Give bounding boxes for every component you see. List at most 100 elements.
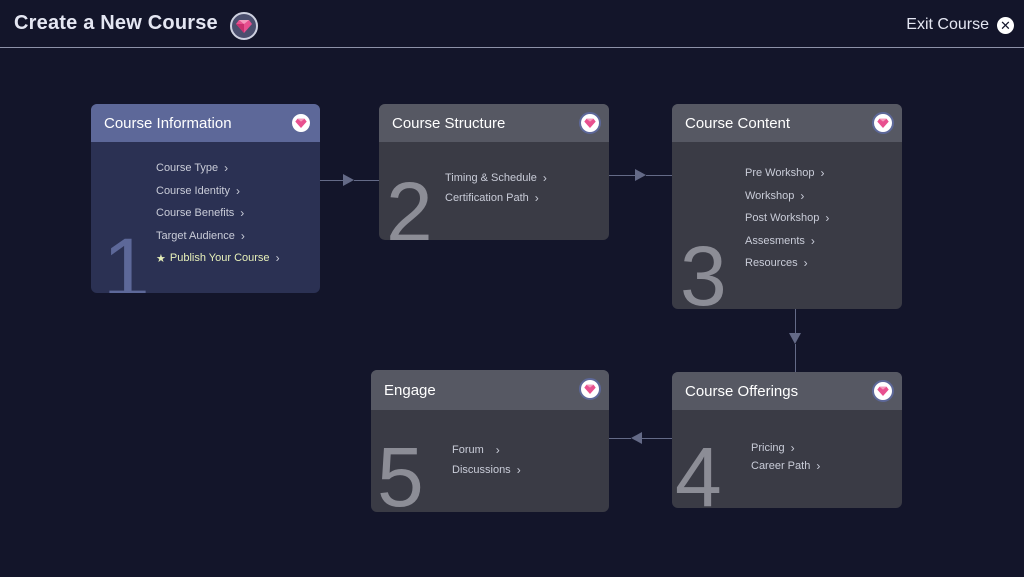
menu-item-certification-path[interactable]: Certification Path ›	[445, 188, 547, 208]
menu-item-post-workshop[interactable]: Post Workshop ›	[745, 207, 829, 230]
arrow-left-icon	[631, 432, 642, 444]
app-header: Create a New Course Exit Course ✕	[0, 0, 1024, 48]
menu-item-label: Certification Path	[445, 192, 529, 204]
menu-item-workshop[interactable]: Workshop ›	[745, 185, 829, 208]
menu-item-label: Pricing	[751, 442, 785, 454]
chevron-right-icon: ›	[820, 166, 825, 181]
step-menu: Pre Workshop › Workshop › Post Workshop › A…	[745, 162, 829, 275]
menu-item-target-audience[interactable]: Target Audience ›	[156, 225, 280, 248]
close-icon[interactable]: ✕	[997, 16, 1014, 34]
chevron-right-icon: ›	[534, 191, 539, 205]
gem-icon	[579, 378, 601, 400]
menu-item-label: Discussions	[452, 464, 511, 476]
step-card-header: Course Content	[672, 104, 902, 142]
menu-item-label: Pre Workshop	[745, 167, 815, 180]
menu-item-label: Publish Your Course	[169, 252, 270, 265]
connector-4-5-tail	[642, 438, 672, 439]
menu-item-assesments[interactable]: Assesments ›	[745, 230, 829, 253]
arrow-right-icon	[343, 174, 354, 186]
menu-item-label: Forum	[452, 444, 484, 456]
star-icon: ★	[156, 252, 166, 265]
connector-3-4	[795, 309, 796, 333]
chevron-right-icon: ›	[516, 463, 521, 477]
connector-4-5	[609, 438, 631, 439]
menu-item-course-type[interactable]: Course Type ›	[156, 157, 280, 180]
menu-item-label: Post Workshop	[745, 212, 820, 225]
chevron-right-icon: ›	[495, 443, 500, 457]
connector-3-4-tail	[795, 344, 796, 372]
chevron-right-icon: ›	[803, 256, 808, 271]
step-menu: Timing & Schedule › Certification Path ›	[445, 168, 547, 208]
page-title: Create a New Course	[14, 12, 218, 34]
step-title: Course Structure	[392, 114, 506, 132]
step-menu: Forum › Discussions ›	[452, 440, 521, 480]
menu-item-pre-workshop[interactable]: Pre Workshop ›	[745, 162, 829, 185]
step-card-course-structure[interactable]: Course Structure 2 Timing & Schedule › Ce…	[379, 104, 609, 240]
connector-1-2-tail	[354, 180, 379, 181]
menu-item-label: Course Type	[156, 162, 219, 175]
step-card-body: 4 Pricing› Career Path›	[672, 410, 902, 508]
chevron-right-icon: ›	[816, 459, 821, 473]
step-card-header: Course Offerings	[672, 372, 902, 410]
menu-item-discussions[interactable]: Discussions ›	[452, 460, 521, 480]
chevron-right-icon: ›	[542, 171, 547, 185]
step-title: Course Content	[685, 114, 791, 132]
gem-icon	[579, 112, 601, 134]
arrow-right-icon	[635, 169, 646, 181]
menu-item-timing-schedule[interactable]: Timing & Schedule ›	[445, 168, 547, 188]
menu-item-publish-your-course[interactable]: ★Publish Your Course ›	[156, 247, 280, 270]
menu-item-resources[interactable]: Resources ›	[745, 252, 829, 275]
step-title: Course Offerings	[685, 382, 799, 400]
step-number: 3	[680, 229, 727, 309]
step-card-course-content[interactable]: Course Content 3 Pre Workshop › Workshop ›…	[672, 104, 902, 309]
step-card-engage[interactable]: Engage 5 Forum› Discussions›	[371, 370, 609, 512]
chevron-right-icon: ›	[790, 441, 795, 455]
chevron-right-icon: ›	[275, 251, 280, 266]
menu-item-course-benefits[interactable]: Course Benefits ›	[156, 202, 280, 225]
menu-item-label: Career Path	[751, 460, 811, 472]
step-card-header: Course Structure	[379, 104, 609, 142]
exit-course-button[interactable]: Exit Course ✕	[906, 16, 1014, 34]
step-menu: Pricing › Career Path ›	[751, 439, 820, 475]
step-card-body: 3 Pre Workshop › Workshop › Post Workshop ›…	[672, 142, 902, 309]
step-card-body: 2 Timing & Schedule › Certification Path ›	[379, 142, 609, 240]
menu-item-pricing[interactable]: Pricing ›	[751, 439, 820, 457]
menu-item-label: Target Audience	[156, 229, 235, 242]
gem-icon	[290, 112, 312, 134]
menu-item-label: Workshop	[745, 189, 795, 202]
step-title: Engage	[384, 381, 436, 399]
chevron-right-icon: ›	[825, 211, 830, 226]
step-number: 1	[103, 221, 150, 293]
step-number: 2	[386, 165, 433, 240]
chevron-right-icon: ›	[240, 206, 245, 221]
chevron-right-icon: ›	[224, 161, 229, 176]
chevron-right-icon: ›	[240, 228, 245, 243]
step-card-header: Engage	[371, 370, 609, 410]
step-card-course-information[interactable]: Course Information 1 Course Type › Course…	[91, 104, 320, 293]
step-menu: Course Type › Course Identity › Course Ben…	[156, 157, 280, 270]
menu-item-label: Assesments	[745, 234, 805, 247]
gem-icon	[872, 112, 894, 134]
menu-item-course-identity[interactable]: Course Identity ›	[156, 180, 280, 203]
gem-icon	[230, 12, 258, 40]
menu-item-label: Timing & Schedule	[445, 172, 537, 184]
step-title: Course Information	[104, 114, 232, 132]
chevron-right-icon: ›	[800, 188, 805, 203]
menu-item-forum[interactable]: Forum ›	[452, 440, 521, 460]
connector-1-2	[320, 180, 344, 181]
chevron-right-icon: ›	[810, 233, 815, 248]
gem-icon	[872, 380, 894, 402]
connector-2-3	[609, 175, 635, 176]
arrow-down-icon	[789, 333, 801, 344]
exit-course-label: Exit Course	[906, 16, 989, 33]
menu-item-career-path[interactable]: Career Path ›	[751, 457, 820, 475]
connector-2-3-tail	[646, 175, 672, 176]
step-card-header: Course Information	[91, 104, 320, 142]
menu-item-label: Course Benefits	[156, 207, 235, 220]
chevron-right-icon: ›	[235, 183, 240, 198]
menu-item-label: Course Identity	[156, 184, 230, 197]
menu-item-label: Resources	[745, 257, 798, 270]
step-card-body: 5 Forum› Discussions›	[371, 410, 609, 512]
step-card-course-offerings[interactable]: Course Offerings 4 Pricing› Career Path›	[672, 372, 902, 508]
step-card-body: 1 Course Type › Course Identity › Course B…	[91, 142, 320, 293]
